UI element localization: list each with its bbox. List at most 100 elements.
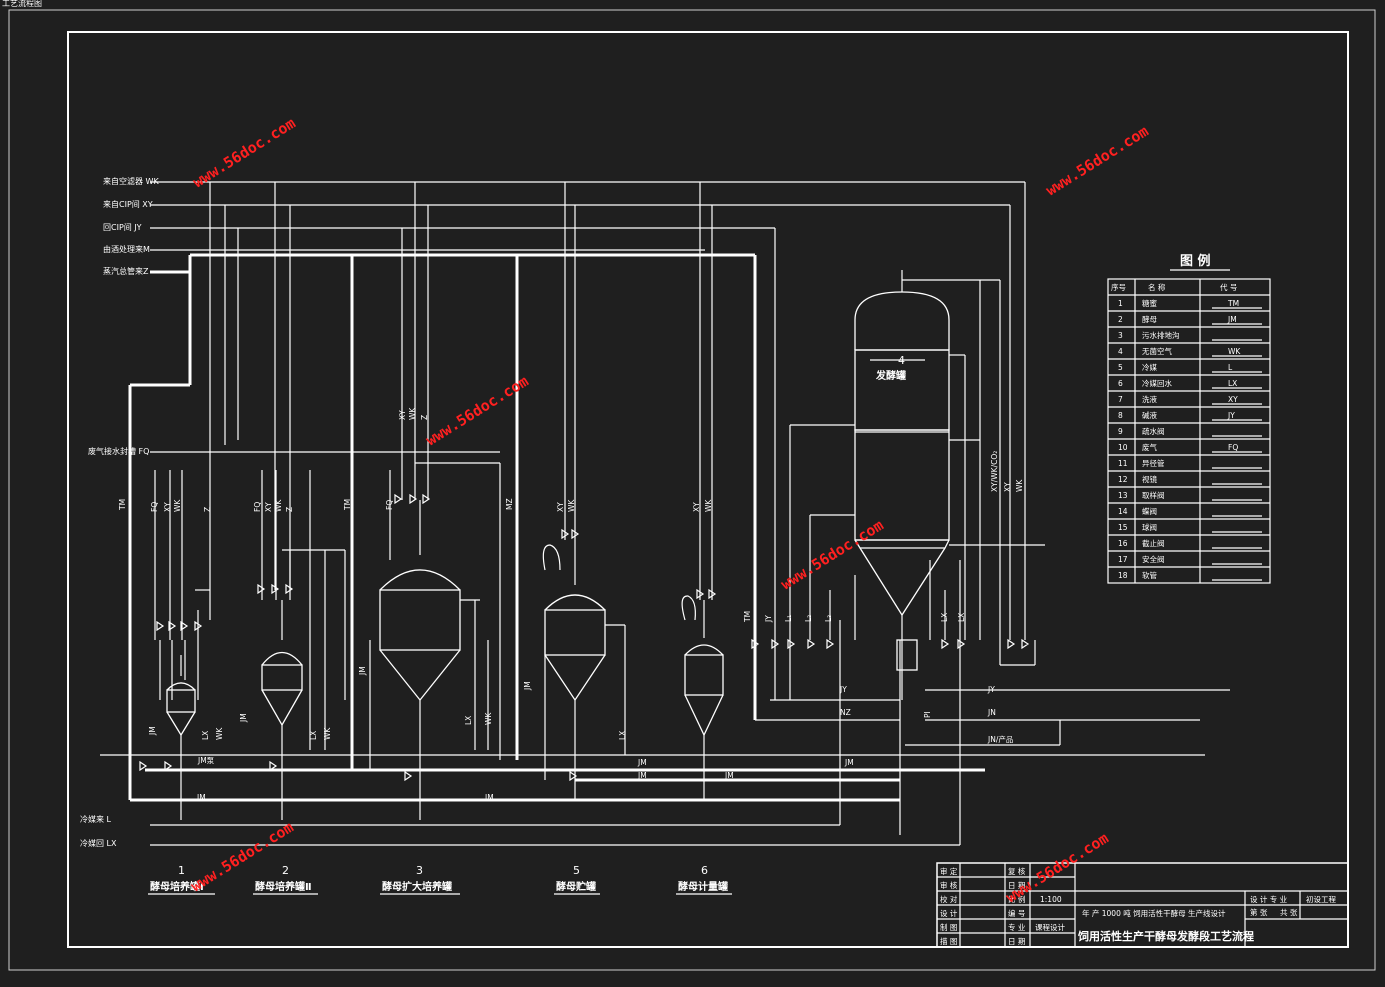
- legend-row-no: 5: [1118, 363, 1123, 372]
- legend-row-name: 废气: [1142, 442, 1158, 452]
- vessel-6-number: 6: [701, 864, 708, 877]
- legend-row-name: 冷媒: [1142, 362, 1158, 372]
- legend-row-no: 6: [1118, 379, 1123, 388]
- legend-row-no: 1: [1118, 299, 1123, 308]
- legend-row-code: XY: [1228, 395, 1238, 404]
- window-title: 工艺流程图: [2, 0, 42, 8]
- tb-left-2: 校 对: [940, 894, 958, 904]
- tb-left-4: 制 图: [940, 922, 957, 932]
- legend-row-name: 酵母: [1142, 315, 1158, 324]
- vessel-2: [261, 470, 346, 820]
- vessel-4-number: 4: [898, 354, 905, 367]
- code-wk-3b: WK: [484, 712, 493, 725]
- valve-symbols: [139, 493, 1030, 782]
- bottom-jm-4: JM: [637, 771, 647, 780]
- legend-row-no: 7: [1118, 395, 1123, 404]
- code-xy-5: XY: [556, 502, 565, 512]
- bottom-jn-prod: JN/产品: [987, 734, 1013, 744]
- legend-row-no: 8: [1118, 411, 1123, 420]
- code-lx-4b: LX: [957, 613, 966, 622]
- legend-row-name: 视镜: [1142, 474, 1158, 484]
- legend-title: 图 例: [1180, 253, 1211, 269]
- floor-lines: [100, 280, 1230, 846]
- legend-row-code: FQ: [1228, 443, 1238, 452]
- legend-row-name: 糖蜜: [1142, 298, 1158, 308]
- vessel-1-name: 酵母培养罐Ⅰ: [150, 880, 204, 893]
- code-mz: MZ: [505, 498, 514, 510]
- code-jy-4: JY: [764, 615, 773, 623]
- vessel-6-name: 酵母计量罐: [678, 880, 728, 893]
- legend-row-code: L: [1228, 363, 1233, 372]
- code-lx-5: LX: [618, 731, 627, 740]
- tb-sheet: 第 张: [1250, 907, 1268, 917]
- legend-row-no: 15: [1118, 523, 1128, 532]
- tb-left-0: 审 定: [940, 866, 958, 876]
- tb-mid-3: 编 号: [1008, 908, 1025, 918]
- code-jm-3: JM: [358, 666, 367, 676]
- bottom-jm-6: JM: [844, 758, 854, 767]
- legend-row-name: 软管: [1142, 570, 1158, 580]
- tb-project: 年 产 1000 吨 饲用活性干酵母 生产线设计: [1082, 908, 1226, 918]
- legend-row-name: 截止阀: [1142, 538, 1165, 548]
- code-wk-4: WK: [1015, 479, 1024, 492]
- legend-row-no: 14: [1118, 507, 1128, 516]
- legend-row-code: JM: [1227, 315, 1237, 324]
- inlet-label-wk: 来自空滤器 WK: [103, 176, 159, 186]
- legend-row-no: 17: [1118, 555, 1128, 564]
- legend-row-name: 污水排地沟: [1142, 330, 1180, 340]
- bottom-jm-5: JM: [724, 771, 734, 780]
- legend-row-no: 13: [1118, 491, 1128, 500]
- code-z-2: Z: [285, 507, 294, 512]
- legend-row-name: 蝶阀: [1142, 506, 1157, 516]
- legend-row-name: 冷媒回水: [1142, 378, 1172, 388]
- vessel-2-number: 2: [282, 864, 289, 877]
- vessel-3-name: 酵母扩大培养罐: [382, 880, 452, 893]
- code-fq-3: FQ: [385, 500, 394, 510]
- code-lx-3: LX: [464, 716, 473, 725]
- legend-row-name: 安全阀: [1142, 554, 1165, 564]
- header-lines: [128, 181, 1026, 800]
- bottom-jm-1: JM: [196, 793, 206, 802]
- legend-row-name: 异径管: [1142, 458, 1165, 468]
- tb-phase-value: 初设工程: [1306, 894, 1336, 904]
- code-xy-2: XY: [264, 502, 273, 512]
- tb-left-1: 审 核: [940, 880, 958, 890]
- legend-row-no: 3: [1118, 331, 1123, 340]
- code-tm-2: TM: [343, 499, 352, 511]
- code-jm-1: JM: [148, 726, 157, 736]
- title-block: 审 定 审 核 校 对 设 计 制 图 描 图 复 核 日 期 比 例 编 号 …: [936, 862, 1349, 948]
- code-l1-4: L₁: [784, 615, 793, 622]
- vessel-6: [681, 595, 724, 800]
- bottom-jy-1: JY: [839, 685, 847, 694]
- vessel-1-number: 1: [178, 864, 185, 877]
- code-wk-3: WK: [408, 407, 417, 420]
- tb-drawing-title: 饲用活性生产干酵母发酵段工艺流程: [1077, 929, 1254, 943]
- tb-mid-2: 比 例: [1008, 894, 1025, 904]
- legend-row-name: 碱液: [1142, 410, 1158, 420]
- tb-dept: 课程设计: [1035, 922, 1065, 932]
- vessel-5-name: 酵母贮罐: [556, 880, 596, 893]
- code-wk-2b: WK: [323, 727, 332, 740]
- vessel-5-number: 5: [573, 864, 580, 877]
- tb-scale: 1:100: [1040, 895, 1062, 904]
- vessel-3-number: 3: [416, 864, 423, 877]
- legend-row-code: TM: [1227, 299, 1239, 308]
- bottom-jn: JN: [987, 708, 996, 717]
- legend-row-name: 球阀: [1142, 522, 1157, 532]
- legend-row-no: 18: [1118, 571, 1128, 580]
- legend-row-code: LX: [1228, 379, 1237, 388]
- vessel-4: [789, 270, 1045, 700]
- code-wk-5: WK: [567, 499, 576, 512]
- tb-left-5: 描 图: [940, 936, 957, 946]
- cooling-out-label: 冷媒回 LX: [80, 838, 117, 848]
- vessel-2-name: 酵母培养罐Ⅱ: [255, 880, 312, 893]
- tb-phase-label: 设 计 专 业: [1250, 894, 1288, 904]
- code-pi: PI: [923, 711, 932, 718]
- legend-row-code: WK: [1228, 347, 1241, 356]
- code-lx-2: LX: [309, 731, 318, 740]
- code-lx-1: LX: [201, 731, 210, 740]
- code-fq-1: FQ: [150, 502, 159, 512]
- tb-mid-1: 日 期: [1008, 881, 1025, 890]
- bottom-jy-2: JY: [987, 685, 995, 694]
